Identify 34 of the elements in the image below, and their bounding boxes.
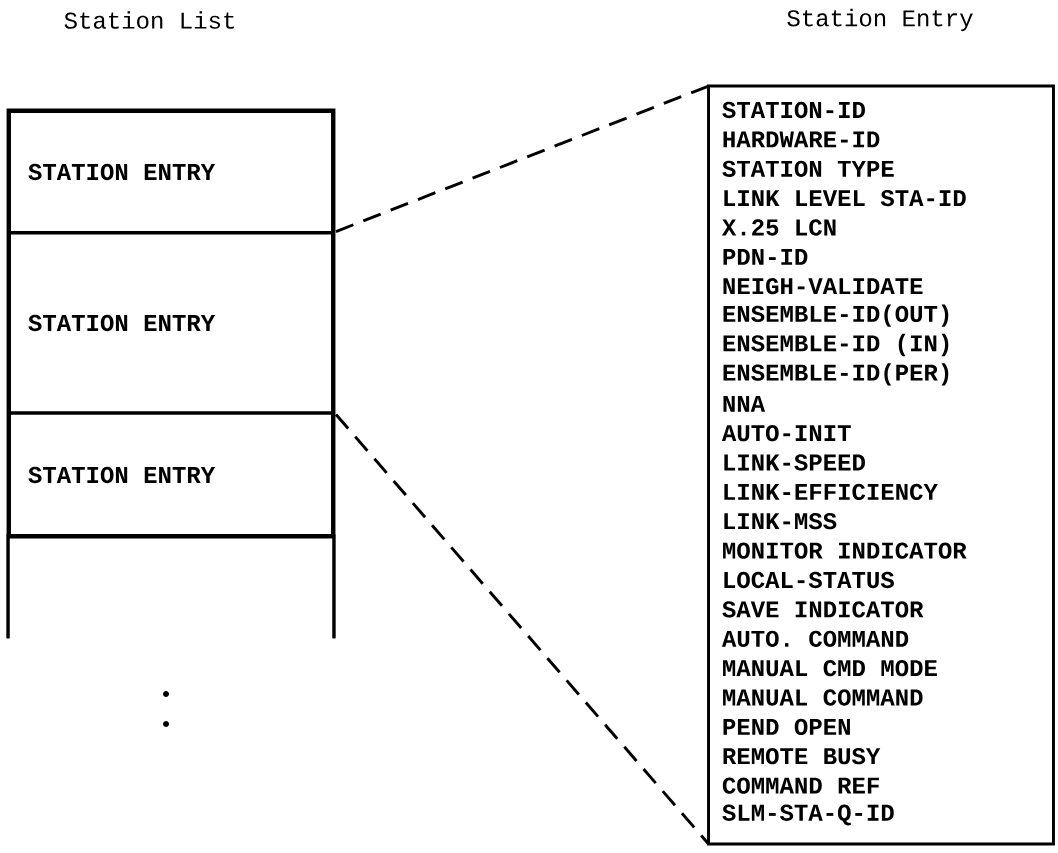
empty-box [6, 534, 336, 639]
field-name: SAVE INDICATOR [722, 601, 924, 618]
field-name: MANUAL CMD MODE [723, 659, 937, 677]
field-name: NNA [723, 395, 766, 412]
heading: Station List [64, 11, 234, 29]
field-name: ENSEMBLE-ID(PER) [723, 363, 949, 386]
field-name: HARDWARE-ID [723, 131, 880, 148]
field-list-box [707, 84, 1055, 846]
field-name: MANUAL COMMAND [723, 689, 923, 706]
field-name: X.25 LCN [721, 219, 836, 236]
entry-box: STATION ENTRY [8, 411, 334, 539]
field-name: LINK LEVEL STA-ID [724, 189, 966, 207]
entry-box: STATION ENTRY [8, 110, 334, 234]
field-name: AUTO. COMMAND [721, 630, 909, 647]
field-name: STATION TYPE [722, 160, 894, 177]
field-name: ENSEMBLE-ID(OUT) [723, 304, 949, 327]
field-name: LINK-SPEED [724, 454, 865, 471]
field-name: LOCAL-STATUS [724, 571, 894, 589]
dashed-line [334, 413, 710, 845]
heading: Station Entry [787, 8, 973, 32]
field-name: PDN-ID [723, 249, 808, 265]
field-name: NEIGH-VALIDATE [723, 278, 923, 295]
field-name: LINK-MSS [724, 513, 837, 530]
field-name: STATION-ID [722, 101, 865, 119]
dashed-line [335, 84, 710, 233]
field-name: AUTO-INIT [721, 424, 851, 442]
entry-box: STATION ENTRY [8, 231, 334, 415]
field-name: PEND OPEN [723, 718, 850, 736]
field-name: COMMAND REF [722, 777, 879, 794]
field-name: LINK-EFFICIENCY [724, 483, 938, 501]
field-name: REMOTE BUSY [723, 748, 881, 765]
field-name: SLM-STA-Q-ID [722, 804, 894, 826]
field-name: ENSEMBLE-ID (IN) [723, 333, 949, 357]
field-name: MONITOR INDICATOR [723, 542, 967, 559]
